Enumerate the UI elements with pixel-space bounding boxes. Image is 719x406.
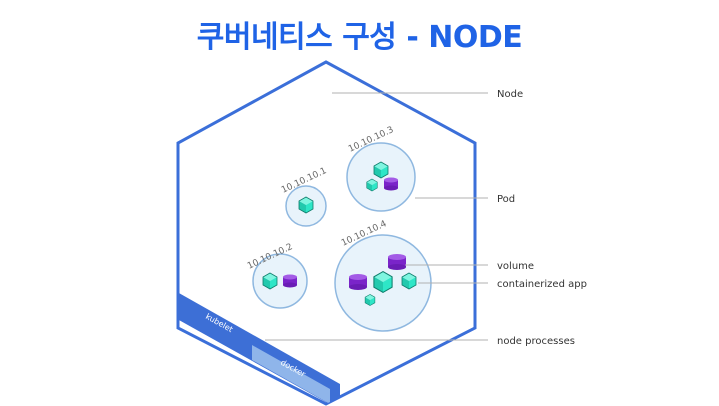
- pod-circle: [346, 142, 416, 212]
- node-label: Node: [497, 89, 523, 100]
- container-icon: [366, 178, 378, 192]
- volume-label: volume: [497, 261, 534, 272]
- pod-circle: [334, 234, 432, 332]
- pod-circle: [252, 253, 308, 309]
- containerized-app-label: containerized app: [497, 279, 587, 290]
- pod-circle: [285, 185, 327, 227]
- leader-lines: [265, 92, 488, 341]
- node-process-bars: [178, 288, 340, 404]
- node-processes-label: node processes: [497, 336, 575, 347]
- container-icon: [298, 196, 314, 214]
- container-icon: [262, 272, 278, 290]
- volume-icon: [349, 274, 367, 290]
- volume-icon: [283, 274, 297, 288]
- page-title: 쿠버네티스 구성 - NODE: [196, 20, 523, 55]
- node-hexagon: [176, 60, 477, 406]
- container-icon: [364, 294, 376, 306]
- container-icon: [373, 161, 389, 179]
- volume-icon: [388, 254, 406, 270]
- pod-label: Pod: [497, 194, 515, 205]
- container-icon: [373, 271, 393, 293]
- container-icon: [401, 272, 417, 290]
- docker-bar: [252, 345, 330, 404]
- volume-icon: [384, 177, 398, 191]
